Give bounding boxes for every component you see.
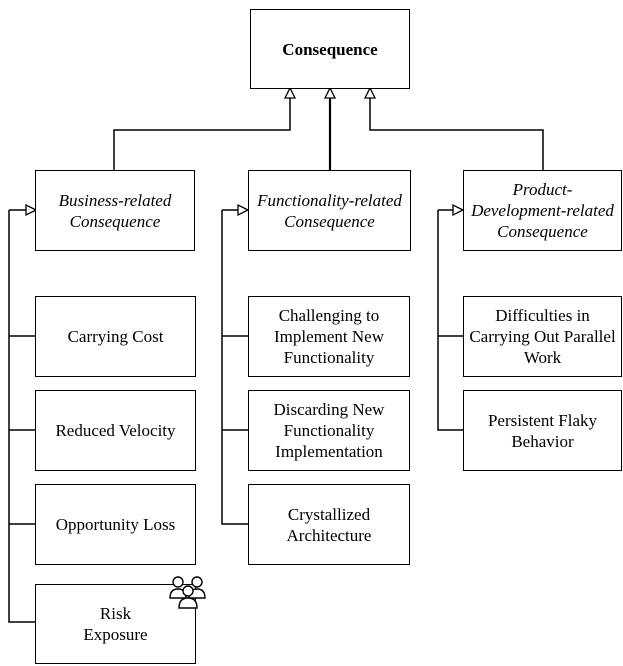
business-to-root-line	[113, 98, 291, 170]
discarding-new-functionality-label: Discarding New Functionality Implementat…	[273, 400, 385, 461]
discarding-new-functionality-box: Discarding New Functionality Implementat…	[248, 390, 410, 471]
functionality-related-consequence-box: Functionality-related Consequence	[248, 170, 411, 251]
business-related-consequence-label: Business-related Consequence	[58, 190, 172, 231]
business-related-consequence-box: Business-related Consequence	[35, 170, 195, 251]
product-development-related-consequence-box: Product-Development-related Consequence	[463, 170, 622, 251]
business-spine-line	[8, 210, 36, 623]
arrowhead-functionality	[237, 203, 250, 217]
carrying-cost-label: Carrying Cost	[67, 327, 164, 346]
reduced-velocity-label: Reduced Velocity	[55, 421, 176, 440]
risk-exposure-label: Risk Exposure	[83, 604, 148, 644]
opportunity-loss-box: Opportunity Loss	[35, 484, 196, 565]
risk-exposure-box: Risk Exposure	[35, 584, 196, 664]
functionality-spine-line	[221, 210, 248, 525]
persistent-flaky-behavior-label: Persistent Flaky Behavior	[487, 410, 598, 451]
arrowhead-product-root	[363, 86, 377, 99]
crystallized-architecture-box: Crystallized Architecture	[248, 484, 410, 565]
opportunity-loss-label: Opportunity Loss	[55, 515, 176, 534]
persistent-flaky-behavior-box: Persistent Flaky Behavior	[463, 390, 622, 471]
consequence-box: Consequence	[250, 9, 410, 89]
consequence-label: Consequence	[282, 39, 378, 59]
functionality-related-consequence-label: Functionality-related Consequence	[257, 190, 402, 231]
carrying-cost-box: Carrying Cost	[35, 296, 196, 377]
product-to-root-line	[369, 98, 544, 170]
product-spine-line	[437, 210, 463, 431]
challenging-to-implement-box: Challenging to Implement New Functionali…	[248, 296, 410, 377]
people-group-icon	[169, 576, 206, 609]
difficulties-parallel-work-label: Difficulties in Carrying Out Parallel Wo…	[469, 306, 616, 367]
difficulties-parallel-work-box: Difficulties in Carrying Out Parallel Wo…	[463, 296, 622, 377]
crystallized-architecture-label: Crystallized Architecture	[286, 504, 372, 545]
challenging-to-implement-label: Challenging to Implement New Functionali…	[274, 306, 384, 367]
arrowhead-functionality-root	[323, 86, 337, 99]
arrowhead-business	[25, 203, 38, 217]
reduced-velocity-box: Reduced Velocity	[35, 390, 196, 471]
product-development-related-consequence-label: Product-Development-related Consequence	[471, 180, 614, 241]
arrowhead-business-root	[283, 86, 297, 99]
arrowhead-product	[452, 203, 465, 217]
